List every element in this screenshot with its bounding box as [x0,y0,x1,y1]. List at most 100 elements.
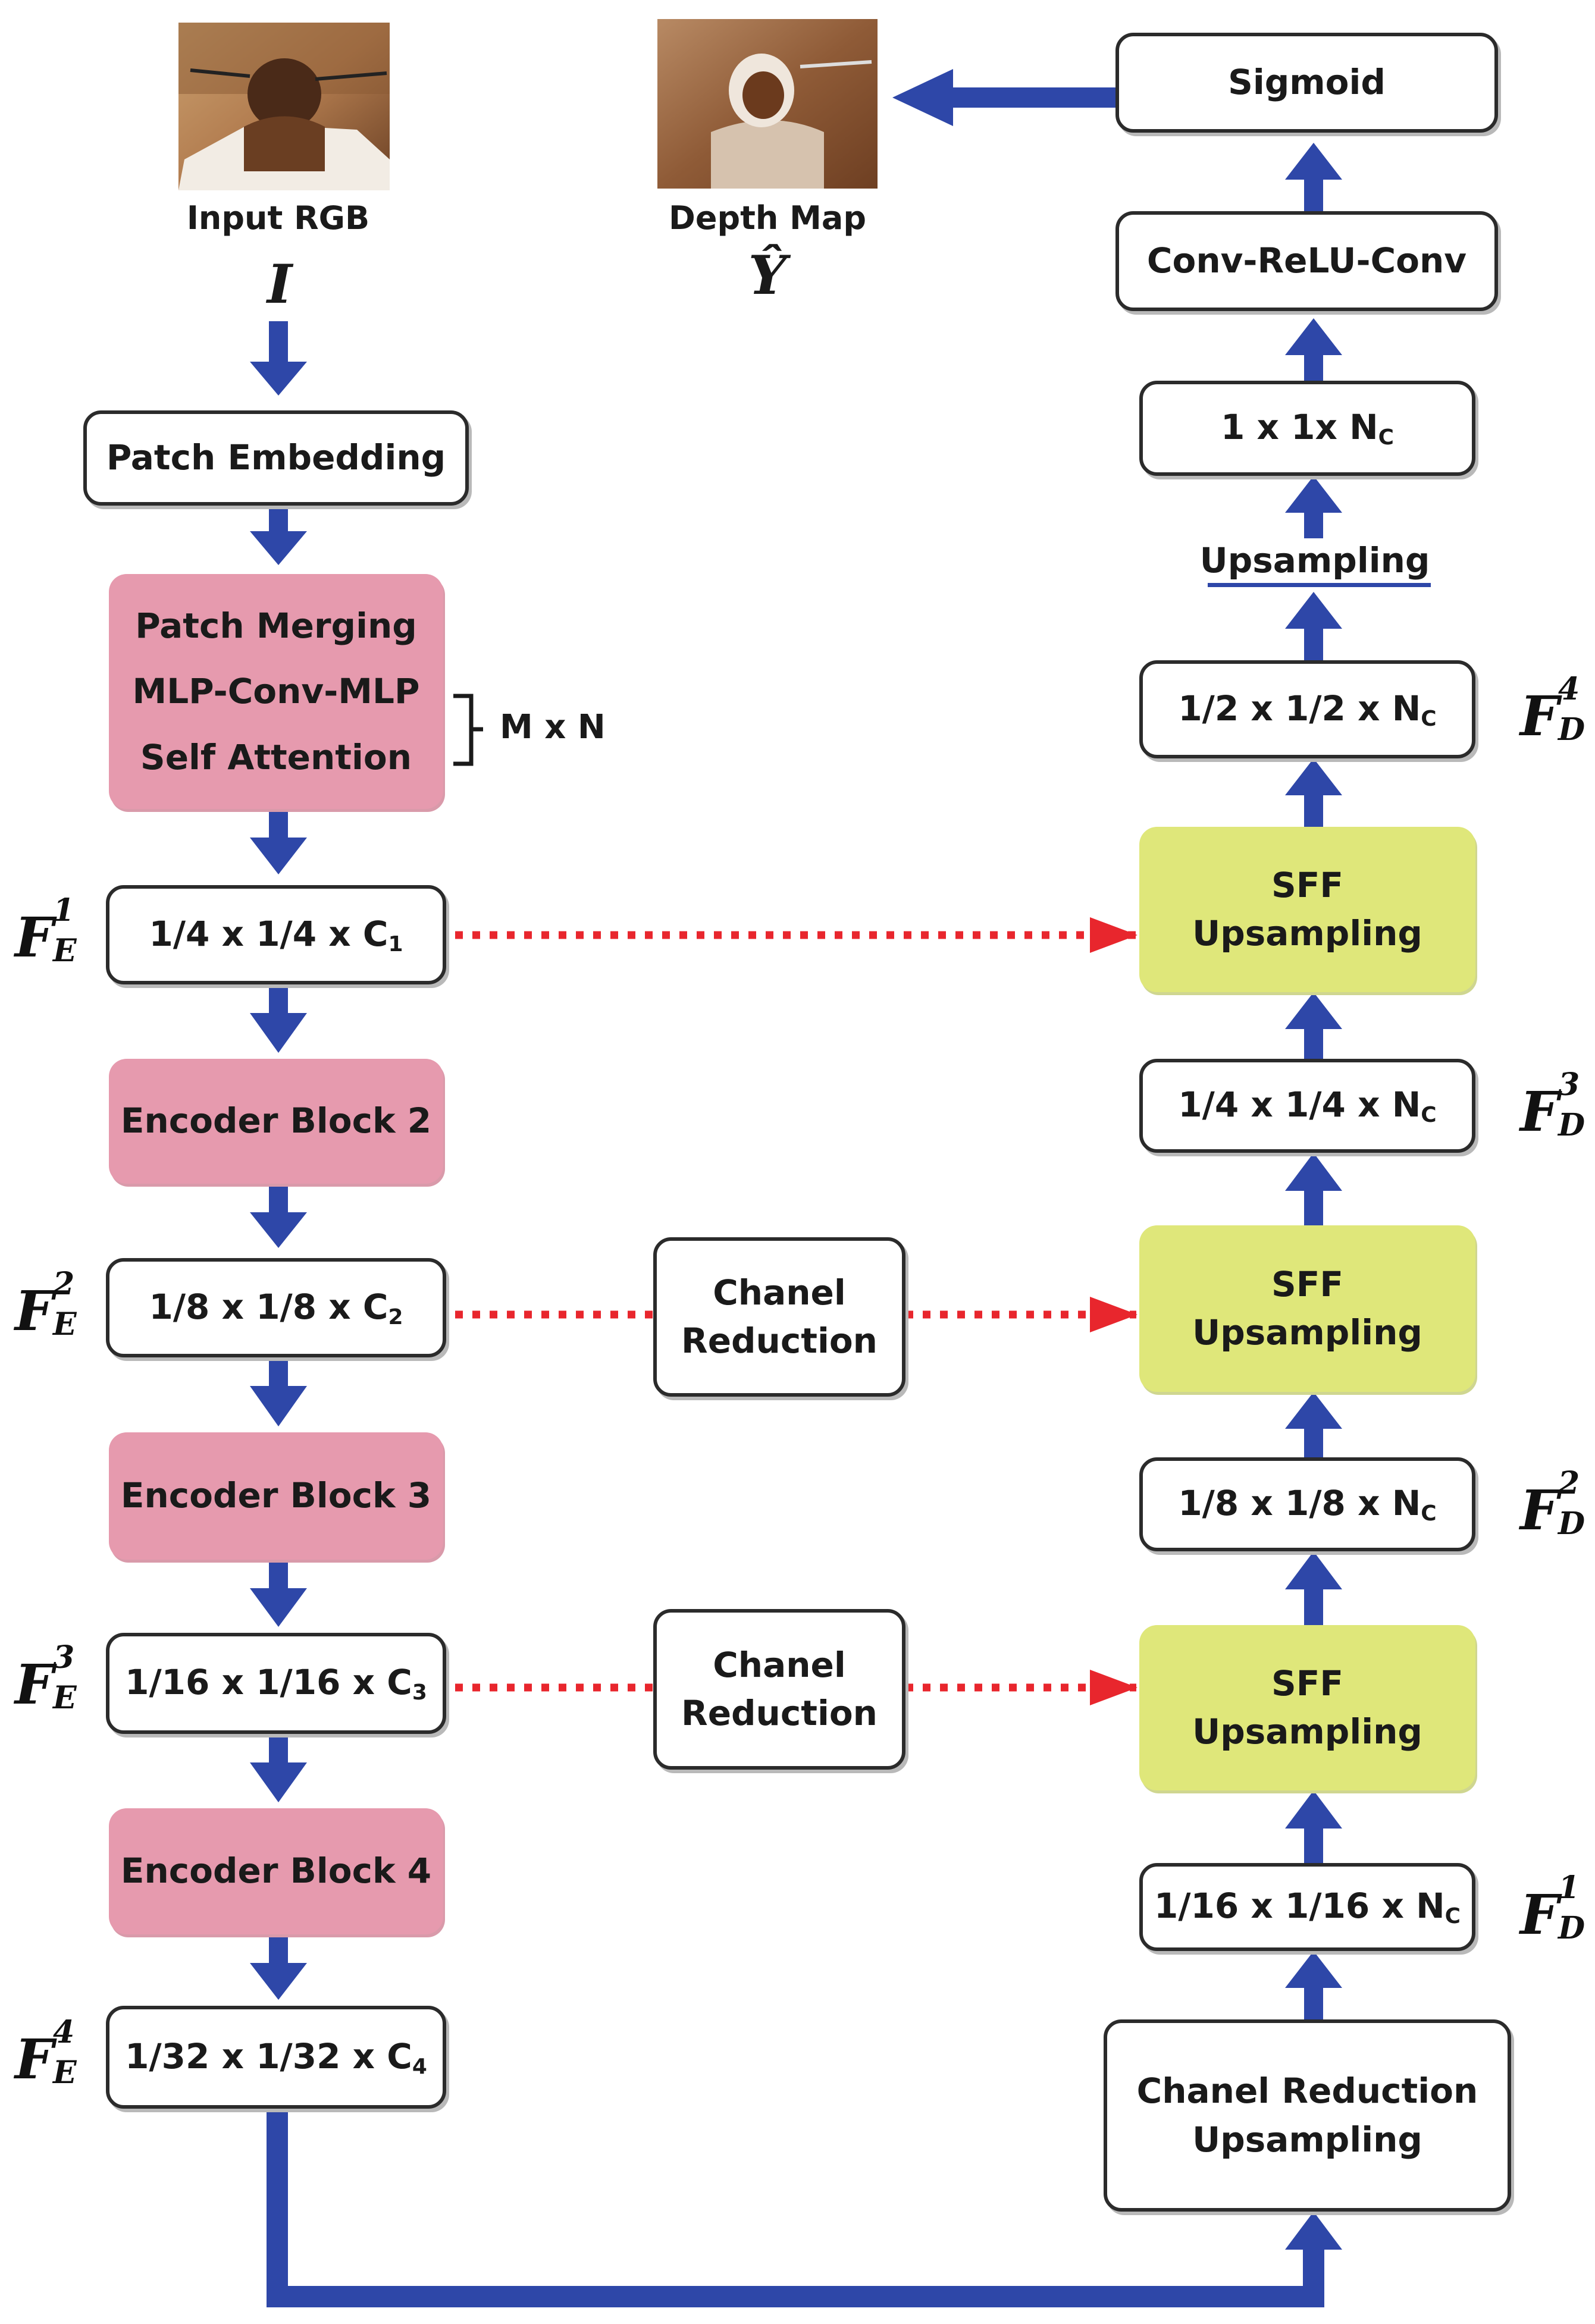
channel-reduction-upsampling-box: Chanel Reduction Upsampling [1104,2019,1511,2212]
patch-embedding-box: Patch Embedding [83,410,469,506]
full-resolution-box: 1 x 1x NC [1139,381,1475,476]
encoder-feature-3-label: 1/16 x 1/16 x C3 [125,1662,427,1705]
flow-arrow-up-head [1285,476,1342,513]
bridge-bottom-horizontal [267,2286,1324,2307]
sff-1-upsampling-label: Upsampling [1192,913,1422,954]
flow-arrow-embed-head [250,531,307,565]
flow-arrow-sff1-head [1285,758,1342,795]
encoder-feature-2-label: 1/8 x 1/8 x C2 [149,1286,403,1329]
decoder-feature-1-box: 1/16 x 1/16 x NC [1139,1863,1475,1951]
depth-map-image [657,19,878,189]
flow-arrow-block4-head [250,1963,307,2000]
input-rgb-image [178,23,390,190]
encoder-block-3-label: Encoder Block 3 [120,1475,432,1516]
channel-reduction-box-2: Chanel Reduction [653,1609,905,1770]
sigmoid-label: Sigmoid [1228,62,1386,103]
channel-reduction-2-line2: Reduction [681,1693,878,1733]
flow-arrow-d2-head [1285,592,1342,629]
decoder-feature-4-label: 1/2 x 1/2 x NC [1178,688,1437,731]
flow-arrow-f1-shaft [269,984,288,1014]
flow-arrow-sff1-shaft [1304,794,1323,827]
encoder-feature-1-box: 1/4 x 1/4 x C1 [106,885,446,984]
bridge-arrow-head [1285,2212,1342,2250]
mlp-conv-mlp-label: MLP-Conv-MLP [132,671,420,712]
conv-relu-conv-label: Conv-ReLU-Conv [1146,240,1467,281]
repeat-label: M x N [500,708,606,747]
input-symbol: I [267,253,293,316]
sigmoid-box: Sigmoid [1115,33,1498,133]
channel-reduction-upsampling-line1: Chanel Reduction [1136,2071,1478,2112]
flow-arrow-block2-head [250,1212,307,1248]
flow-arrow-d-reduction-head [1285,1951,1342,1988]
flow-arrow-block1-head [250,838,307,874]
decoder-feature-4-box: 1/2 x 1/2 x NC [1139,660,1475,758]
encoder-feature-1-label: 1/4 x 1/4 x C1 [149,913,403,956]
flow-arrow-d4-shaft [1304,1028,1323,1059]
patch-merging-label: Patch Merging [135,606,417,647]
sff-3-label: SFF [1271,1663,1343,1704]
flow-arrow-input-shaft [269,321,288,363]
sff-upsampling-block-2: SFF Upsampling [1139,1225,1475,1392]
sff-2-upsampling-label: Upsampling [1192,1312,1422,1353]
flow-arrow-d8-shaft [1304,1428,1323,1457]
repeat-bracket [453,694,483,766]
patch-embedding-label: Patch Embedding [106,437,446,478]
sff-upsampling-block-3: SFF Upsampling [1139,1625,1475,1790]
upsampling-underline [1208,583,1431,587]
flow-arrow-sff3-head [1285,1551,1342,1589]
flow-arrow-f3-head [250,1762,307,1802]
conv-relu-conv-box: Conv-ReLU-Conv [1115,211,1498,311]
channel-reduction-1-line2: Reduction [681,1321,878,1361]
self-attention-label: Self Attention [140,736,412,777]
flow-arrow-d1-shaft [1304,354,1323,381]
full-resolution-label: 1 x 1x NC [1220,407,1395,450]
upsampling-label: Upsampling [1199,540,1430,581]
encoder-feature-4-label: 1/32 x 1/32 x C4 [125,2036,427,2079]
flow-arrow-block3-shaft [269,1560,288,1589]
flow-arrow-d1-head [1285,318,1342,355]
flow-arrow-sff3-shaft [1304,1588,1323,1625]
channel-reduction-upsampling-line2: Upsampling [1192,2119,1422,2160]
flow-arrow-embed-shaft [269,506,288,532]
decoder-feature-2-box: 1/8 x 1/8 x NC [1139,1457,1475,1551]
flow-arrow-output-shaft [952,87,1118,108]
flow-arrow-conv-shaft [1304,178,1323,211]
encoder-feature-3-box: 1/16 x 1/16 x C3 [106,1633,446,1734]
flow-arrow-f3-shaft [269,1734,288,1764]
sff-2-label: SFF [1271,1263,1343,1304]
flow-arrow-d16-shaft [1304,1827,1323,1863]
sff-1-label: SFF [1271,864,1343,905]
encoder-block-2-label: Encoder Block 2 [120,1100,432,1141]
decoder-feature-3-box: 1/4 x 1/4 x NC [1139,1059,1475,1153]
flow-arrow-output-head [892,69,953,126]
channel-reduction-1-line1: Chanel [713,1272,846,1313]
decoder-feature-3-label: 1/4 x 1/4 x NC [1178,1084,1437,1128]
bridge-right-vertical [1303,2248,1324,2307]
flow-arrow-d4-head [1285,992,1342,1029]
channel-reduction-box-1: Chanel Reduction [653,1237,905,1397]
flow-arrow-input-head [250,362,307,396]
encoder-block-2: Encoder Block 2 [109,1059,443,1184]
encoder-block-4: Encoder Block 4 [109,1808,443,1934]
sff-3-upsampling-label: Upsampling [1192,1711,1422,1752]
flow-arrow-block1-shaft [269,809,288,839]
flow-arrow-up-shaft [1304,512,1323,538]
depth-map-symbol: Ŷ [748,244,787,307]
flow-arrow-d2-shaft [1304,628,1323,660]
decoder-feature-2-label: 1/8 x 1/8 x NC [1178,1483,1437,1526]
flow-arrow-block2-shaft [269,1184,288,1213]
flow-arrow-block3-head [250,1588,307,1627]
flow-arrow-d-reduction-shaft [1304,1987,1323,2019]
encoder-feature-4-box: 1/32 x 1/32 x C4 [106,2006,446,2109]
input-rgb-label: Input RGB [186,199,370,237]
encoder-feature-2-box: 1/8 x 1/8 x C2 [106,1258,446,1357]
flow-arrow-sff2-head [1285,1153,1342,1191]
